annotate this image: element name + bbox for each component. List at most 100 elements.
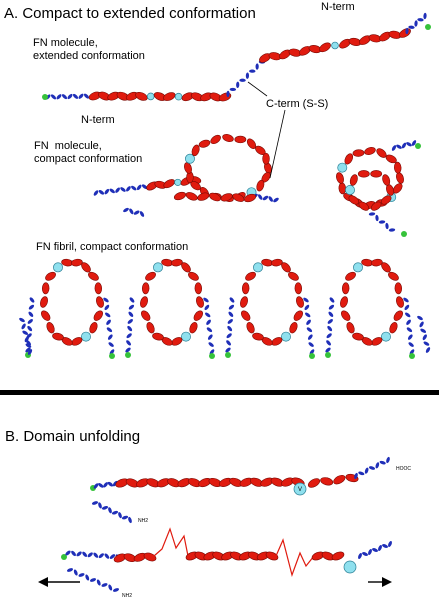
fni-module	[89, 578, 97, 582]
fni-module	[205, 312, 211, 318]
fniii-domain-site	[345, 185, 355, 195]
fni-module	[206, 319, 211, 325]
fni-module	[239, 78, 246, 82]
fniii-domain	[241, 282, 250, 295]
fniii-domain	[294, 282, 303, 295]
fniii-domain-site	[253, 262, 263, 273]
fniii-domain	[341, 282, 350, 295]
fniii-domain	[141, 282, 150, 295]
fni-module	[120, 187, 126, 192]
fni-module	[128, 311, 134, 317]
fniii-domain	[348, 195, 360, 205]
fniii-domain-site	[337, 162, 348, 173]
fni-module	[245, 72, 250, 79]
force-arrows	[38, 577, 392, 587]
fniii-domain	[46, 322, 55, 334]
fniii-domain	[341, 310, 351, 321]
fniii-domain	[191, 144, 200, 157]
fniii-domain	[173, 191, 187, 201]
fniii-domain	[358, 201, 370, 211]
fibril-label: FN fibril, compact conformation	[36, 241, 189, 253]
fniii-domain-site	[331, 41, 339, 50]
fni-module	[414, 20, 418, 27]
fniii-domain	[94, 282, 103, 295]
fni-module	[72, 93, 79, 99]
fni-module	[112, 588, 120, 592]
fni-module	[128, 304, 135, 310]
fni-module	[379, 460, 386, 465]
fniii-domain	[392, 183, 403, 194]
fniii-domain-site	[146, 92, 155, 101]
fni-module	[204, 304, 210, 311]
fni-module	[326, 340, 331, 346]
fni-module	[306, 327, 313, 333]
fni-module	[115, 187, 120, 193]
fni-module	[78, 573, 85, 577]
fni-module	[423, 12, 427, 20]
fniii-domain	[163, 179, 175, 189]
n-terminus	[401, 231, 407, 237]
fniii-domain	[222, 134, 234, 142]
fniii-domain	[396, 296, 404, 308]
unfolded-strand	[275, 538, 315, 578]
unfolded-strand	[153, 527, 189, 557]
fni-module	[308, 342, 314, 347]
fniii-domain-site	[381, 331, 391, 342]
fniii-domain	[243, 193, 257, 203]
fniii-domain	[389, 322, 398, 334]
fni-module	[388, 228, 396, 232]
n-terminus	[61, 554, 67, 560]
fni-module	[98, 483, 104, 488]
fni-module	[108, 342, 114, 347]
fniii-domain	[382, 174, 391, 186]
fni-module	[423, 341, 430, 346]
fni-module	[361, 552, 369, 556]
fniii-domain	[189, 322, 198, 334]
fniii-domain	[380, 195, 392, 205]
fni-module	[326, 333, 332, 339]
fniii-domain	[289, 322, 298, 334]
fniii-domain	[370, 170, 383, 178]
fni-module	[98, 502, 102, 509]
fni-module	[226, 340, 231, 346]
fni-module	[262, 195, 269, 201]
fniii-domain	[152, 332, 164, 341]
nh2-label-bottom: NH2	[122, 593, 133, 599]
fni-module	[112, 480, 118, 487]
fni-module	[386, 456, 390, 464]
fni-module	[406, 142, 412, 147]
fni-module	[103, 482, 108, 488]
fni-module	[328, 311, 334, 317]
fni-module	[371, 548, 379, 552]
fniii-domain	[262, 152, 270, 165]
fni-module	[93, 552, 99, 558]
fni-module	[126, 333, 132, 339]
fni-module	[136, 184, 142, 191]
fniii-domain	[141, 310, 151, 321]
fni-module	[50, 94, 57, 100]
fni-module	[328, 304, 335, 310]
fniii-domain	[396, 172, 404, 184]
fniii-domain	[352, 332, 364, 341]
fni-module	[327, 319, 333, 324]
fni-module	[127, 325, 133, 332]
fni-module	[127, 319, 133, 324]
fn-fibril	[19, 258, 431, 359]
fni-module	[203, 297, 209, 303]
fniii-domain	[252, 332, 264, 341]
fni-module	[96, 579, 101, 586]
fni-module	[404, 304, 410, 311]
fni-module	[25, 347, 31, 353]
fni-module	[98, 553, 104, 559]
fni-module	[118, 512, 122, 519]
fniii-domain	[241, 310, 251, 321]
fniii-domain	[320, 477, 334, 486]
fni-module	[228, 304, 235, 310]
fni-module	[125, 347, 131, 353]
fniii-domain-site	[181, 331, 191, 342]
fni-module	[27, 319, 33, 324]
fniii-domain	[338, 182, 347, 195]
fniii-domain	[210, 134, 221, 145]
fni-module	[226, 333, 232, 339]
